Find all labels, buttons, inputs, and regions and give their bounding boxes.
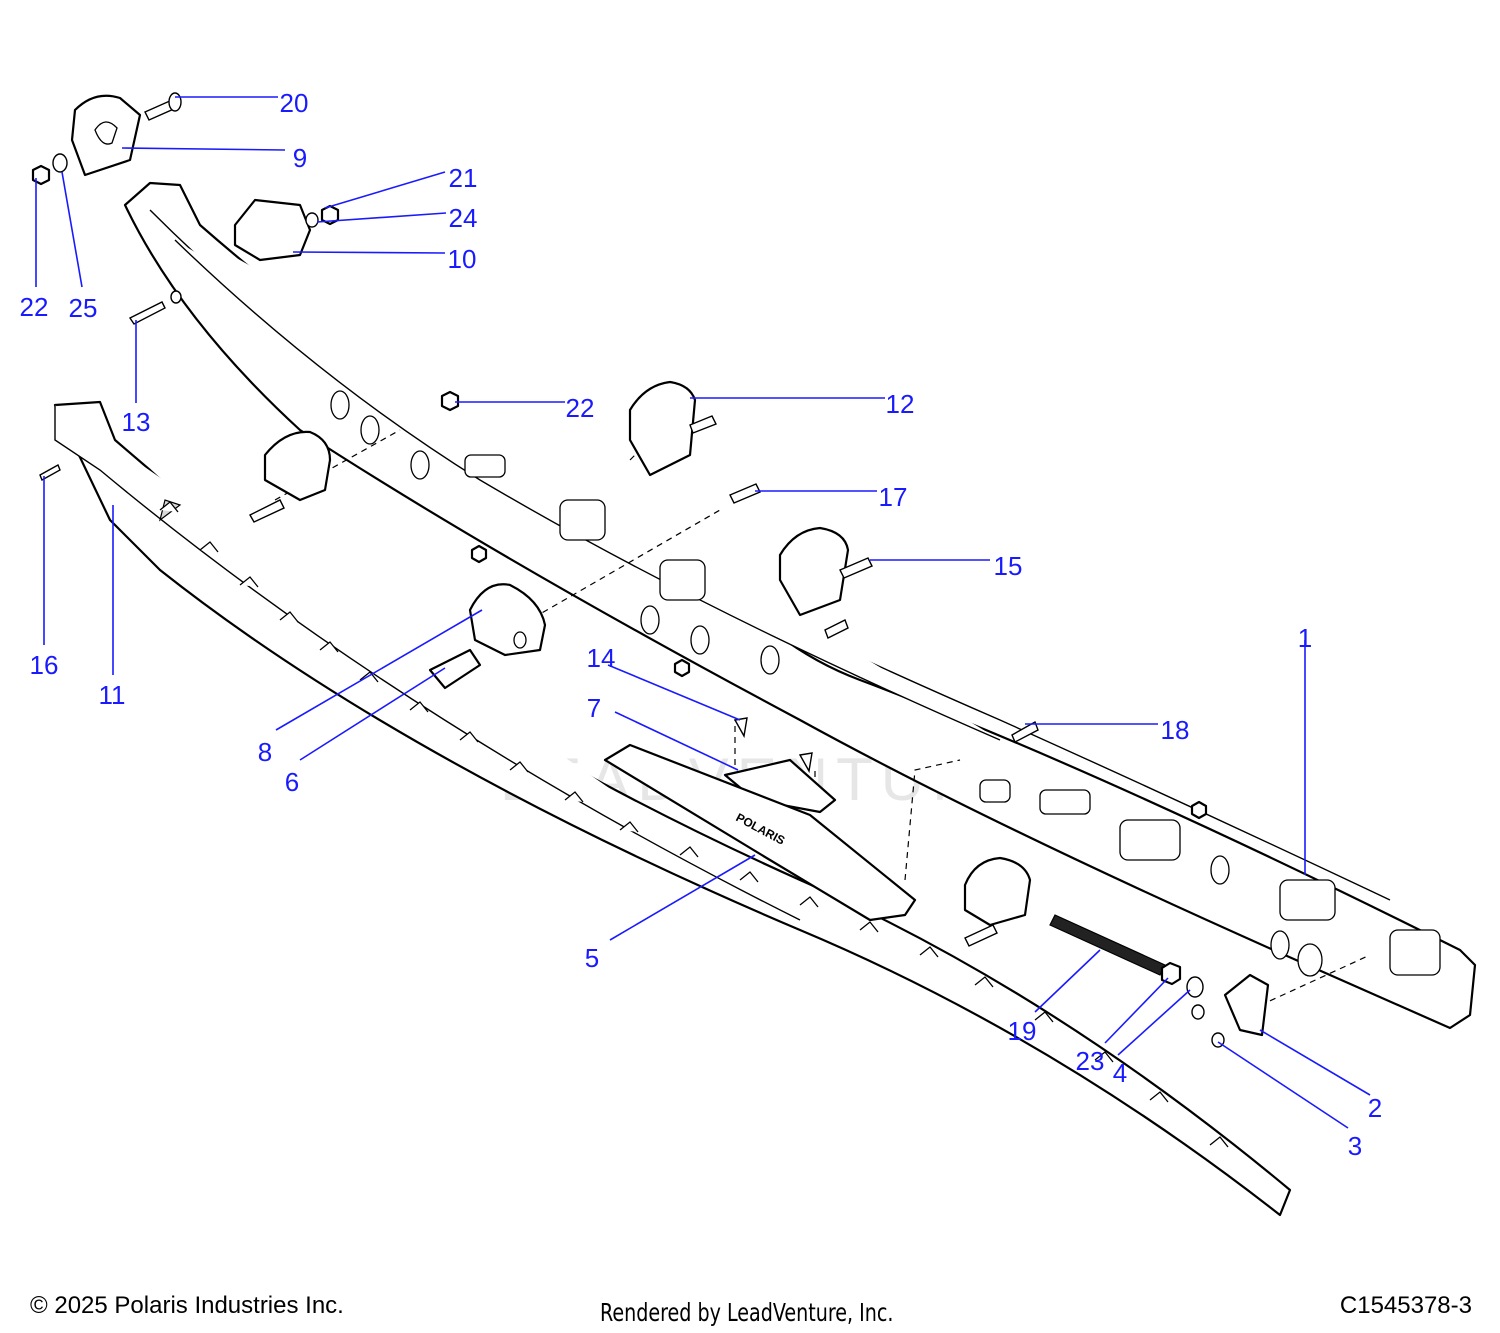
callout-4: 4 (1113, 1058, 1127, 1088)
callout-16: 16 (30, 650, 59, 680)
callout-11: 11 (99, 680, 126, 710)
rail-frame-part (123, 181, 1477, 1030)
callout-7: 7 (587, 693, 601, 723)
wheel-block-part (468, 583, 547, 657)
callout-15: 15 (994, 551, 1023, 581)
adjuster-parts (1160, 961, 1270, 1048)
mount-cap-part (963, 856, 1032, 947)
leader-lines (35, 96, 1371, 1129)
mount-cap-part (628, 380, 717, 477)
callout-25: 25 (69, 293, 98, 323)
bolt-part (128, 290, 182, 325)
callout-22: 22 (20, 292, 49, 322)
callout-19: 19 (1008, 1016, 1037, 1046)
spacer-part (428, 648, 482, 690)
threaded-rod-part (1049, 914, 1166, 976)
callout-3: 3 (1348, 1131, 1362, 1161)
nut-part (440, 390, 460, 412)
plate-part (723, 717, 837, 814)
nut-part (470, 544, 1208, 820)
rendered-by-text: Rendered by LeadVenture, Inc. (600, 1298, 894, 1327)
copyright-text: © 2025 Polaris Industries Inc. (30, 1292, 344, 1319)
bolt-part (729, 483, 761, 504)
callout-20: 20 (280, 88, 309, 118)
diagram-code: C1545378-3 (1339, 1292, 1472, 1319)
bolt-part (39, 464, 61, 481)
callout-24: 24 (449, 203, 478, 233)
callout-10: 10 (448, 244, 477, 274)
callout-14: 14 (587, 643, 616, 673)
callout-9: 9 (293, 143, 307, 173)
callout-6: 6 (285, 767, 299, 797)
callout-18: 18 (1161, 715, 1190, 745)
slide-rail-part (53, 400, 1292, 1217)
bracket-part: POLARIS (603, 743, 917, 922)
callout-13: 13 (122, 407, 151, 437)
callout-23: 23 (1076, 1046, 1105, 1076)
callout-1: 1 (1298, 623, 1312, 653)
nut-part (305, 204, 340, 228)
callout-2: 2 (1368, 1093, 1382, 1123)
block-part (233, 198, 312, 262)
callout-22: 22 (566, 393, 595, 423)
callout-21: 21 (449, 163, 478, 193)
nut-washer-part (31, 153, 68, 186)
callout-12: 12 (886, 389, 915, 419)
callout-5: 5 (585, 943, 599, 973)
callout-8: 8 (258, 737, 272, 767)
mount-cap-part (249, 430, 332, 523)
mount-cap-part (778, 526, 873, 639)
bolt-part (1011, 720, 1039, 743)
end-cap-part (70, 94, 142, 177)
callout-labels: 1234567891011121314151617181920212222232… (20, 88, 1383, 1161)
callout-17: 17 (879, 482, 908, 512)
